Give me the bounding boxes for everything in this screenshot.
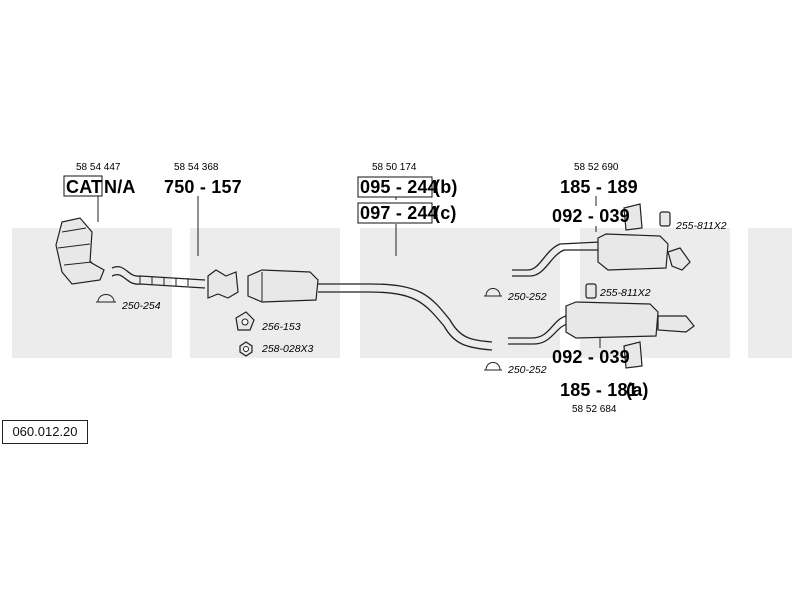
rear-bottom-code[interactable]: 185 - 181 xyxy=(560,380,638,400)
middle-silencer[interactable] xyxy=(247,269,493,351)
mid-suffix-c: (c) xyxy=(434,203,457,223)
front-part-number: 58 54 368 xyxy=(174,162,219,173)
rear-top-part-number: 58 52 690 xyxy=(574,162,619,173)
bolt-bottom-icon xyxy=(585,283,597,299)
cat-suffix: N/A xyxy=(104,177,136,197)
leader-lines xyxy=(97,196,601,348)
catalytic-converter[interactable] xyxy=(55,217,105,285)
mount-bottom-icon xyxy=(623,341,643,369)
mid-suffix-b: (b) xyxy=(434,177,458,197)
clamp-bottom-code: 250-252 xyxy=(507,364,547,376)
mid-code-c[interactable]: 097 - 244 xyxy=(360,203,438,223)
rear-bottom-mount-code[interactable]: 092 - 039 xyxy=(552,347,630,367)
watermark xyxy=(12,228,792,358)
rear-top-code[interactable]: 185 - 189 xyxy=(560,177,638,197)
clamp-top-icon xyxy=(484,288,502,297)
clamp-icon xyxy=(96,294,116,303)
bolt-top-icon xyxy=(659,211,671,227)
cat-code-box xyxy=(63,175,103,197)
cat-part-number: 58 54 447 xyxy=(76,162,121,173)
rear-bottom-suffix: (a) xyxy=(626,380,649,400)
rear-bottom-bolt-code: 255-811X2 xyxy=(599,287,651,299)
clamp-bottom-icon xyxy=(484,362,502,371)
mid-code-b-box xyxy=(357,176,433,198)
front-pipe[interactable] xyxy=(111,266,239,299)
nut-icon xyxy=(239,341,253,357)
mid-code-b[interactable]: 095 - 244 xyxy=(360,177,438,197)
front-code[interactable]: 750 - 157 xyxy=(164,177,242,197)
clamp-cat-code: 250-254 xyxy=(121,300,161,312)
rear-top-mount-code[interactable]: 092 - 039 xyxy=(552,206,630,226)
rear-silencer-top[interactable] xyxy=(512,233,691,277)
gasket-icon xyxy=(235,311,255,331)
mid-code-c-box xyxy=(357,202,433,224)
mid-part-number: 58 50 174 xyxy=(372,162,417,173)
clamp-top-code: 250-252 xyxy=(507,291,547,303)
cat-code[interactable]: CAT xyxy=(66,177,102,197)
rear-silencer-bottom[interactable] xyxy=(508,301,695,345)
diagram-id-label: 060.012.20 xyxy=(2,420,88,444)
mount-top-icon xyxy=(623,203,643,231)
nut-code: 258-028X3 xyxy=(261,343,314,355)
rear-top-bolt-code: 255-811X2 xyxy=(675,220,727,232)
rear-bottom-part-number: 58 52 684 xyxy=(572,404,617,415)
gasket-code: 256-153 xyxy=(261,321,301,333)
